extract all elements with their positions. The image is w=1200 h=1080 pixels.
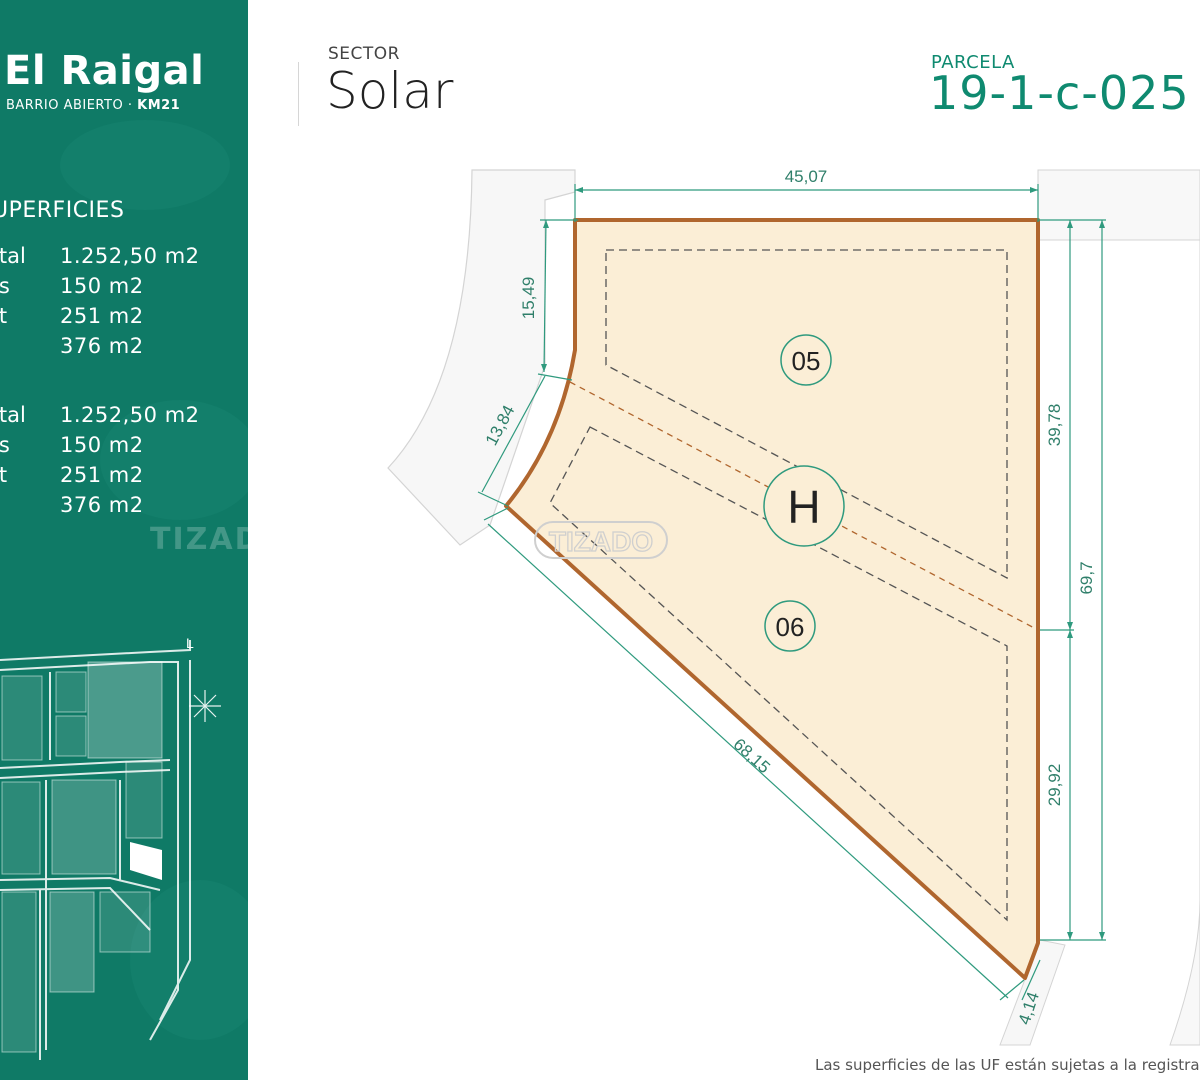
lot-05-label: 05 <box>792 346 821 376</box>
superficie-row: ot 251 m2 <box>0 304 246 334</box>
superficie-value: 150 m2 <box>60 433 144 457</box>
site-minimap: L <box>0 635 221 1060</box>
superficie-value: 150 m2 <box>60 274 144 298</box>
street-left <box>387 169 576 546</box>
street-bottom <box>999 939 1066 1046</box>
superficie-label: os <box>0 274 10 298</box>
watermark: TIZADO <box>150 522 248 557</box>
lot-06-setback <box>549 426 1008 922</box>
parcel-outline <box>504 218 1040 980</box>
brand-separator: · <box>127 98 133 113</box>
watermark-badge: TIZADO <box>534 521 668 559</box>
watermark-text: TIZADO <box>549 526 653 557</box>
sector-name: Solar <box>326 62 454 120</box>
superficie-row: t376 m2 <box>0 493 246 523</box>
parcel-label: PARCELA <box>931 52 1015 73</box>
superficie-label: otal <box>0 403 26 427</box>
superficie-label: ot <box>0 463 8 487</box>
superficie-value: 251 m2 <box>60 463 144 487</box>
brand-name: El Raigal <box>4 48 205 94</box>
sidebar-texture <box>60 120 230 210</box>
superficies-title: UPERFICIES <box>0 198 125 223</box>
sector-label: SECTOR <box>328 44 400 64</box>
lot-06-marker <box>764 600 816 652</box>
lot-h-marker <box>763 465 845 547</box>
superficie-row: otal 1.252,50 m2 <box>0 244 246 274</box>
parcel-plan: 05 H 06 TIZADO <box>387 167 1200 1046</box>
superficie-label: otal <box>0 244 26 268</box>
brand-km: KM21 <box>137 98 181 113</box>
footer-note: Las superficies de las UF están sujetas … <box>815 1056 1200 1074</box>
superficie-row: otal 1.252,50 m2 <box>0 403 246 433</box>
superficie-row: ot 251 m2 <box>0 463 246 493</box>
lot-h-label: H <box>787 481 820 533</box>
brand-subtitle-text: BARRIO ABIERTO <box>6 98 124 113</box>
superficie-label: ot <box>0 304 8 328</box>
brand-subtitle: BARRIO ABIERTO · KM21 <box>6 98 180 113</box>
minimap-compass-label: L <box>186 635 194 651</box>
dimension-right-total: 69,7 <box>1077 561 1096 594</box>
superficie-value: 1.252,50 m2 <box>60 244 200 268</box>
superficie-value: 1.252,50 m2 <box>60 403 200 427</box>
header-divider <box>298 62 299 126</box>
street-right <box>1037 169 1200 1046</box>
superficie-row: os 150 m2 <box>0 433 246 463</box>
dimension-right-lower: 29,92 <box>1045 764 1064 807</box>
superficie-row: os 150 m2 <box>0 274 246 304</box>
lot-06-label: 06 <box>776 612 805 642</box>
dimension-right-upper: 39,78 <box>1045 404 1064 447</box>
sidebar-texture <box>100 400 248 520</box>
lot-05-marker <box>780 334 832 386</box>
superficie-value: 376 m2 <box>60 493 144 517</box>
parcel-value: 19-1-c-025 <box>929 66 1190 120</box>
dimension-top: 45,07 <box>785 167 828 186</box>
lot-05-setback <box>605 249 1008 580</box>
superficie-label: os <box>0 433 10 457</box>
superficies-group: otal 1.252,50 m2 os 150 m2 ot 251 m2 t376 m… <box>0 403 246 523</box>
dimension-left-upper: 15,49 <box>519 277 538 320</box>
superficie-value: 251 m2 <box>60 304 144 328</box>
superficie-row: t376 m2 <box>0 334 246 364</box>
sidebar: El Raigal BARRIO ABIERTO · KM21 UPERFICI… <box>0 0 248 1080</box>
superficie-value: 376 m2 <box>60 334 144 358</box>
superficies-group: otal 1.252,50 m2 os 150 m2 ot 251 m2 t376 m… <box>0 244 246 364</box>
